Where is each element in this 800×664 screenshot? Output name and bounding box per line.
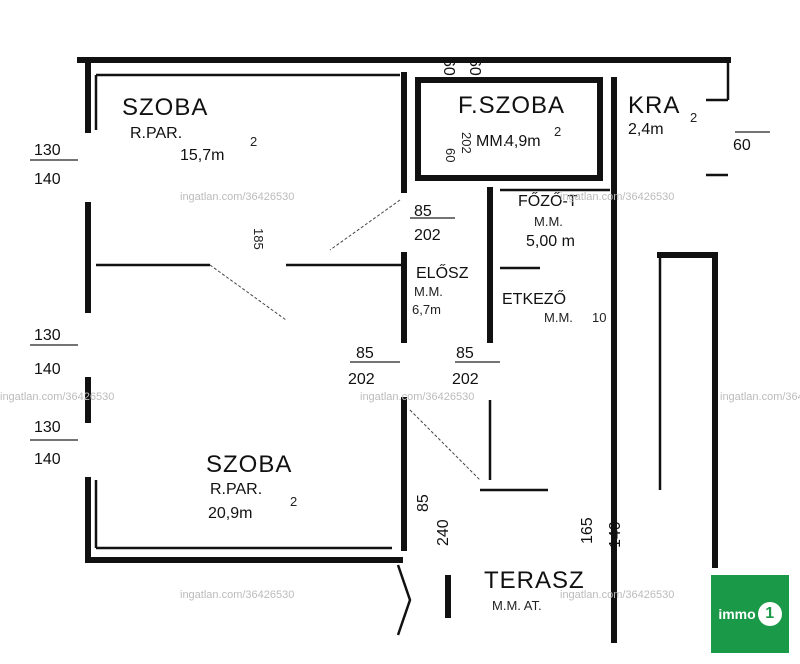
room-bottom: SZOBA R.PAR. 20,9m 2: [206, 451, 297, 522]
room-area: 6,7m: [412, 302, 441, 317]
area-superscript: 2: [250, 134, 257, 149]
room-area: 4,9m: [505, 133, 541, 150]
room-hall: ELŐSZ M.M. 6,7m: [412, 263, 469, 317]
room-area: 2,4m: [628, 121, 664, 138]
room-floor: M.M.: [544, 310, 573, 325]
logo-digit: 1: [757, 602, 782, 626]
logo-text: immo: [718, 606, 756, 622]
immo1-logo: immo 1: [711, 575, 789, 653]
dim-terrace-165: 165: [579, 517, 596, 544]
room-name: KRA: [628, 92, 680, 119]
dim-left-140-b: 140: [34, 361, 61, 378]
dim-top-60-a: 60: [440, 58, 457, 76]
room-name: TERASZ: [484, 567, 585, 594]
watermark: ingatlan.com/36426530: [180, 191, 294, 203]
dim-door-85-c: 85: [456, 345, 474, 362]
dim-left-140-a: 140: [34, 171, 61, 188]
terrace: TERASZ M.M. AT.: [484, 567, 585, 613]
dim-left-130-c: 130: [34, 419, 61, 436]
dim-fszoba-60: 60: [443, 148, 458, 162]
dim-terrace-85: 85: [415, 494, 432, 512]
room-area: 10: [592, 310, 606, 325]
dim-door-202-a: 202: [414, 227, 441, 244]
walls: [77, 57, 731, 643]
room-name: ELŐSZ: [416, 263, 469, 282]
dim-door-85-b: 85: [356, 345, 374, 362]
room-floor: M.M.: [414, 284, 443, 299]
watermark: ingatlan.com/36426530: [180, 589, 294, 601]
watermark: ingatlan.com/36426530: [560, 191, 674, 203]
dim-mid-185: 185: [251, 228, 266, 250]
dimension-labels: 60 60 60 60 202 130 140 130 140 130 140 …: [34, 58, 751, 548]
watermarks: ingatlan.com/36426530 ingatlan.com/36426…: [0, 191, 800, 601]
room-top-left: SZOBA R.PAR. 15,7m 2: [122, 94, 257, 164]
dim-left-130-a: 130: [34, 142, 61, 159]
room-area: 5,00 m: [526, 233, 575, 250]
room-floor: M.M.: [534, 214, 563, 229]
dim-right-60: 60: [733, 137, 751, 154]
watermark: ingatlan.com/36426530: [360, 391, 474, 403]
area-superscript: 2: [290, 494, 297, 509]
room-name: F.SZOBA: [458, 92, 565, 119]
dim-terrace-140: 140: [607, 521, 624, 548]
dim-fszoba-202: 202: [459, 132, 474, 154]
area-superscript: 2: [554, 124, 561, 139]
dimension-lines: [30, 131, 770, 481]
room-floor: M.M. AT.: [492, 598, 542, 613]
room-kitchen: FŐZŐ-T M.M. 5,00 m: [518, 191, 578, 250]
room-name: SZOBA: [206, 451, 292, 478]
room-name: SZOBA: [122, 94, 208, 121]
room-wc: KRA 2,4m 2: [628, 92, 697, 138]
dim-door-202-c: 202: [452, 371, 479, 388]
dim-door-85-a: 85: [414, 203, 432, 220]
dim-left-140-c: 140: [34, 451, 61, 468]
watermark: ingatlan.com/36426530: [720, 391, 800, 403]
room-area: 20,9m: [208, 505, 252, 522]
room-dining: ETKEZŐ M.M. 10: [502, 289, 606, 325]
room-floor: R.PAR.: [210, 481, 262, 498]
room-name: FŐZŐ-T: [518, 191, 578, 210]
room-area: 15,7m: [180, 147, 224, 164]
dim-top-60-b: 60: [466, 58, 483, 76]
room-floor: MM.: [476, 133, 507, 150]
room-name: ETKEZŐ: [502, 289, 566, 308]
area-superscript: 2: [690, 110, 697, 125]
room-f-szoba: F.SZOBA MM. 4,9m 2: [458, 92, 565, 150]
room-floor: R.PAR.: [130, 125, 182, 142]
dim-door-202-b: 202: [348, 371, 375, 388]
dim-left-130-b: 130: [34, 327, 61, 344]
watermark: ingatlan.com/36426530: [0, 391, 114, 403]
dim-terrace-240: 240: [435, 519, 452, 546]
watermark: ingatlan.com/36426530: [560, 589, 674, 601]
